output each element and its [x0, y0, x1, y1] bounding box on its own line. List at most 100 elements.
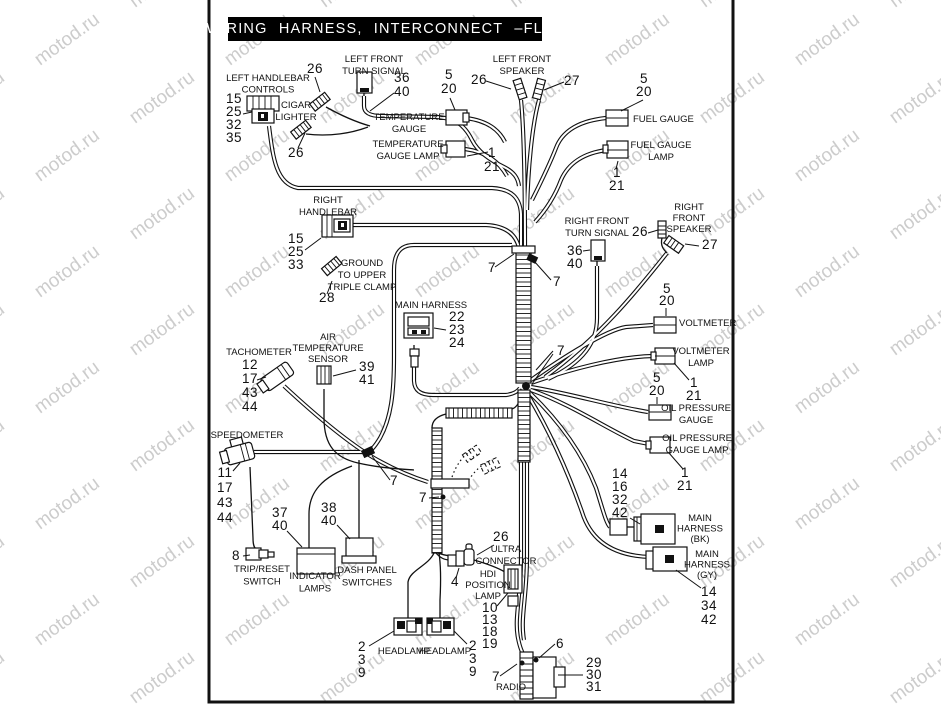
label-radio: RADIO — [496, 682, 526, 693]
wire-bundle — [533, 147, 608, 224]
watermark-text: motod.ru — [601, 9, 674, 70]
leader-line — [543, 81, 565, 91]
watermark-text: motod.ru — [0, 67, 9, 128]
leader-line — [242, 111, 253, 115]
wire — [431, 413, 447, 429]
left-handlebar-controls-connector — [246, 95, 280, 124]
wire-bundle-core — [521, 462, 528, 641]
trip-reset-switch-connector — [245, 547, 275, 561]
temperature-gauge-connector — [445, 109, 470, 126]
leader-line — [326, 280, 333, 295]
watermark-text: motod.ru — [126, 67, 199, 128]
watermark-text: motod.ru — [411, 241, 484, 302]
left-front-turn-signal-connector — [356, 71, 373, 94]
phantom-wire-2 — [465, 462, 487, 485]
watermark-text: motod.ru — [886, 415, 941, 476]
leader-line — [499, 663, 518, 677]
leader-line — [286, 530, 303, 548]
conduit-hatched — [517, 389, 531, 463]
watermark-text: motod.ru — [886, 183, 941, 244]
watermark-text: motod.ru — [126, 299, 199, 360]
wire-bundle-core — [268, 125, 522, 250]
leader-line — [538, 643, 556, 659]
leader-line — [371, 455, 391, 481]
watermark-text: motod.ru — [791, 125, 864, 186]
ref-speedometer-clip-ref: 7 — [390, 473, 398, 488]
watermark-text: motod.ru — [31, 473, 104, 534]
leader-line — [533, 260, 552, 281]
phantom-connector-2 — [479, 456, 502, 475]
watermark-text: motod.ru — [506, 0, 579, 12]
wire-bundle-core — [527, 394, 652, 558]
wire — [407, 552, 435, 618]
component-layer — [218, 71, 688, 700]
wire — [308, 465, 353, 548]
wire-bundle-core — [531, 117, 607, 201]
leader-line — [647, 229, 659, 234]
wire-bundle-core — [520, 99, 526, 251]
leader-line — [668, 452, 684, 470]
leader-line — [620, 99, 644, 112]
wire-bundle-core — [413, 367, 521, 396]
leader-line — [466, 151, 489, 157]
label-speedometer: SPEEDOMETER — [211, 430, 284, 441]
air-temperature-sensor-connector — [316, 365, 332, 385]
wire — [325, 106, 371, 127]
phantom-connector-1 — [461, 444, 483, 463]
tachometer-connector — [256, 361, 295, 394]
watermark-text: motod.ru — [0, 299, 9, 360]
watermark-text: motod.ru — [31, 357, 104, 418]
ref-position-lamp-elbow-ref: 4 — [451, 574, 459, 589]
cigar-lighter-plug-upper — [308, 91, 332, 112]
ref-left-front-speaker-ref-left: 26 — [471, 72, 487, 87]
oil-pressure-gauge-connector — [648, 404, 672, 421]
ref-left-front-speaker-ref-right: 27 — [564, 73, 580, 88]
cigar-lighter-plug-lower — [289, 119, 313, 140]
ref-cigar-lighter-ref-bottom: 26 — [288, 145, 304, 160]
leader-line — [494, 253, 515, 268]
leader-line — [336, 524, 351, 540]
wire — [660, 237, 668, 254]
main-harness-gy-connector — [645, 546, 688, 572]
main-harness-bk-connector — [633, 513, 676, 545]
wire — [438, 552, 442, 618]
ref-ground-ref: 28 — [319, 290, 335, 305]
leader-line — [368, 630, 395, 647]
voltmeter-lamp-connector — [650, 347, 676, 365]
watermark-text: motod.ru — [31, 9, 104, 70]
leader-line — [673, 362, 690, 381]
wire-bundle-core — [530, 389, 650, 445]
conduit-side-clip — [526, 253, 539, 264]
watermark-text: motod.ru — [126, 183, 199, 244]
watermark-text: motod.ru — [791, 589, 864, 650]
label-voltmeter: VOLTMETER — [679, 318, 736, 329]
leader-line — [684, 243, 700, 247]
label-tachometer: TACHOMETER — [226, 347, 292, 358]
watermark-text: motod.ru — [886, 647, 941, 706]
left-front-speaker-plug-2 — [531, 77, 547, 101]
ref-right-front-speaker-ref-right: 27 — [702, 237, 718, 252]
leader-line — [496, 592, 509, 607]
temperature-gauge-lamp-connector — [440, 140, 466, 158]
ref-trip-reset-ref: 8 — [232, 548, 240, 563]
